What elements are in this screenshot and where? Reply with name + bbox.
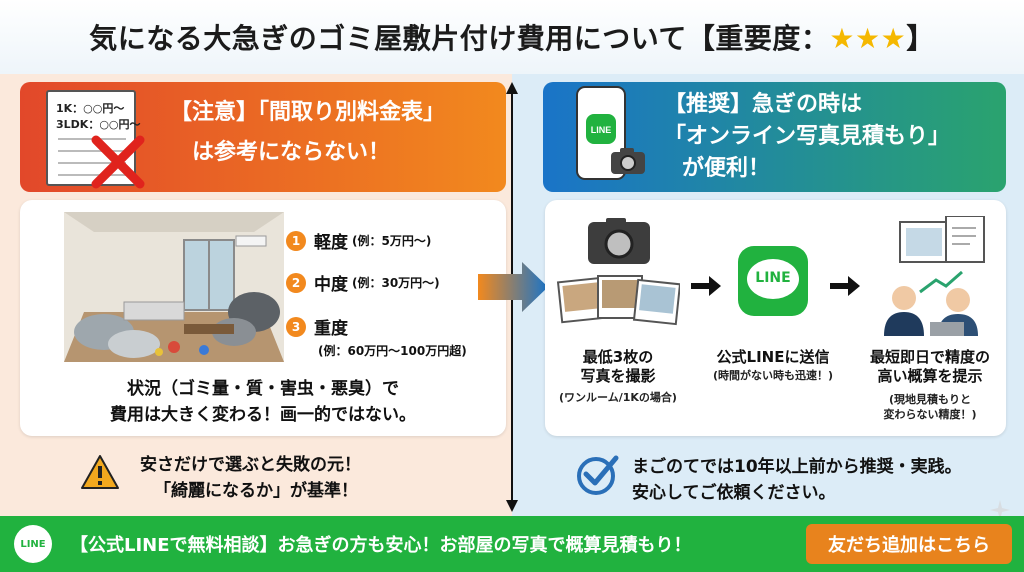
flow-arrow-icon [830,276,860,296]
trust-text-1: まごのてでは10年以上前から推奨・実践。 [632,457,962,477]
recommend-banner-line-3: が便利！ [682,156,771,181]
line-badge-icon: LINE [14,525,52,563]
add-friend-button[interactable]: 友だち追加はこちら [806,524,1012,564]
card-note-line-2: 費用は大きく変わる！画一的ではない。 [110,405,416,425]
card-note-line-1: 状況（ゴミ量・質・害虫・悪臭）で [127,379,399,399]
importance-stars: ★★★ [829,22,907,55]
step-3-note-line-1: (現地見積もりと [888,393,972,406]
level-heavy: 3 重度 [286,314,348,339]
consultants-estimate-icon [884,216,985,336]
level-heavy-example: (例：60万円～100万円超) [318,344,467,358]
step-1-label-line-2: 写真を撮影 [580,367,656,385]
step-3-note-line-2: 変わらない精度！) [883,408,977,421]
recommend-banner-line-1: 【推奨】急ぎの時は [664,92,863,117]
flow-arrow-icon [691,276,721,296]
warning-icon [81,455,119,489]
step-1-label-line-1: 最低3枚の [582,348,654,366]
step-3-label-line-2: 高い概算を提示 [877,367,983,385]
sparkle-icon [990,500,1010,520]
page-title: 気になる大急ぎのゴミ屋敷片付け費用について【重要度：★★★】 [89,22,935,55]
level-medium: 2 中度 (例：30万円～) [286,270,440,295]
caution-banner-line-2: は参考にならない！ [192,140,391,165]
footer-text: 【公式LINEで無料相談】お急ぎの方も安心！お部屋の写真で概算見積もり！ [70,535,692,556]
caution-banner-line-1: 【注意】「間取り別料金表」 [170,100,446,125]
warning-text-1: 安さだけで選ぶと失敗の元！ [140,455,361,475]
step-1-note: (ワンルーム/1Kの場合) [559,391,677,404]
title-bar: 気になる大急ぎのゴミ屋敷片付け費用について【重要度：★★★】 [0,0,1024,74]
warning-text-2: 「綺麗になるか」が基準！ [154,481,358,501]
step-2-label: 公式LINEに送信 [716,348,830,366]
footer-bar[interactable]: LINE 【公式LINEで無料相談】お急ぎの方も安心！お部屋の写真で概算見積もり… [0,516,1024,572]
step-2-note: (時間がない時も迅速！) [712,369,834,382]
trust-text-2: 安心してご依頼ください。 [632,483,836,503]
photos-camera-icon [556,218,680,326]
transition-arrow-icon [478,262,548,312]
svg-text:LINE: LINE [591,125,612,135]
line-logo-icon [738,246,808,316]
line-logo-text: LINE [755,270,791,286]
camera-icon [611,148,645,174]
messy-room-illustration [64,212,284,362]
checkmark-icon [577,455,619,495]
recommend-banner-line-2: 「オンライン写真見積もり」 [664,124,951,149]
cross-mark-icon [91,135,145,189]
level-light: 1 軽度 (例：5万円～) [286,228,431,253]
step-3-label-line-1: 最短即日で精度の [869,348,990,366]
